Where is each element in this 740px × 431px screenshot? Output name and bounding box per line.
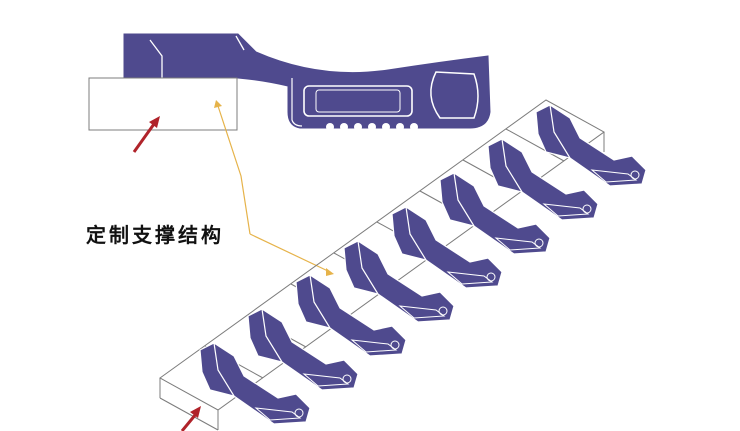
block-support xyxy=(88,77,238,131)
red-arrow-bottom xyxy=(180,406,201,431)
large-part xyxy=(123,33,491,129)
support-structure-label: 定制支撑结构 xyxy=(86,223,224,247)
parts-array xyxy=(199,104,647,425)
part-9 xyxy=(535,104,647,187)
red-arrow-top xyxy=(132,116,160,153)
detail-view xyxy=(88,33,491,153)
